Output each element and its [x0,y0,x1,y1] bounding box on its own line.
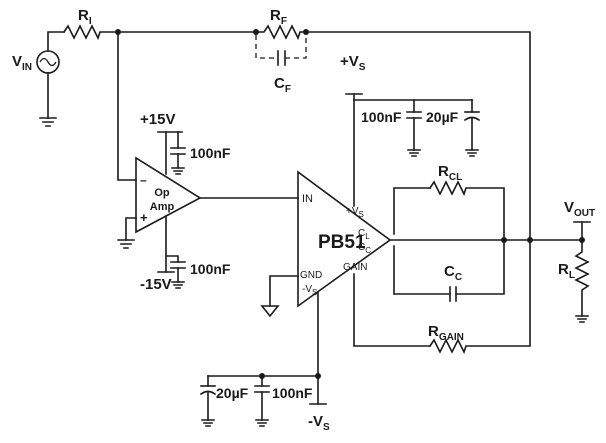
cap-20uf-bot-label: 20µF [216,385,249,401]
cap-20uf-top-label: 20µF [426,109,459,125]
vout-label: VOUT [564,199,595,219]
opamp-plus-sign: + [140,210,148,225]
pin-cl-label: CL [358,228,370,241]
pb51-amplifier [297,170,392,308]
cap-100nf-top-label: 100nF [361,109,402,125]
pb51-name: PB51 [318,232,366,253]
resistor-rcl [428,180,505,241]
feedback-wire [305,31,531,241]
junction-dot [315,373,321,379]
opamp-label-line2: Amp [150,201,175,213]
capacitor-20uf-bot [199,375,217,427]
ground-icon [39,117,57,127]
vs-top-label: +VS [340,53,366,73]
cc-label: CC [444,263,462,283]
opamp-minus-sign: – [140,173,147,187]
resistor-rf [255,24,307,41]
capacitor-cc [449,239,505,302]
cap-100nf-plus15-label: 100nF [190,145,231,161]
vin-source [36,31,65,127]
pin-gnd-label: GND [300,270,322,281]
pin-vs-label: +VS [346,206,364,219]
pin-in-label: IN [302,193,313,205]
resistor-rgain [428,239,531,355]
capacitor-100nf-top [406,99,422,157]
rcl-label: RCL [438,163,462,183]
opamp-label-line1: Op [154,187,170,199]
capacitor-100nf-plus15 [170,147,186,175]
minus15-label: -15V [140,276,172,293]
junction-dot [259,373,265,379]
resistor-rl [574,239,590,323]
plus15-label: +15V [140,111,175,128]
resistor-ri [62,24,119,41]
cf-label: CF [274,75,291,95]
rf-label: RF [270,7,287,27]
capacitor-100nf-minus15 [170,261,186,289]
vin-label: VIN [12,53,32,73]
op-amp [135,156,202,234]
vs-bot-label: -VS [308,413,330,433]
capacitor-100nf-bot [254,375,270,427]
capacitor-cf [255,35,307,66]
wire-to-opamp-minus [117,31,137,181]
ri-label: RI [78,7,92,27]
ground-arrow-icon [260,305,280,318]
pin-cc-label: CC [358,242,371,255]
pin-gain-label: GAIN [343,262,367,273]
rgain-label: RGAIN [428,323,464,343]
cap-100nf-minus15-label: 100nF [190,261,231,277]
pin-neg-vs-label: -VS [302,284,317,297]
capacitor-20uf-top [463,99,481,157]
ground-icon [117,239,135,249]
rl-label: RL [558,261,575,281]
cap-100nf-bot-label: 100nF [272,385,313,401]
